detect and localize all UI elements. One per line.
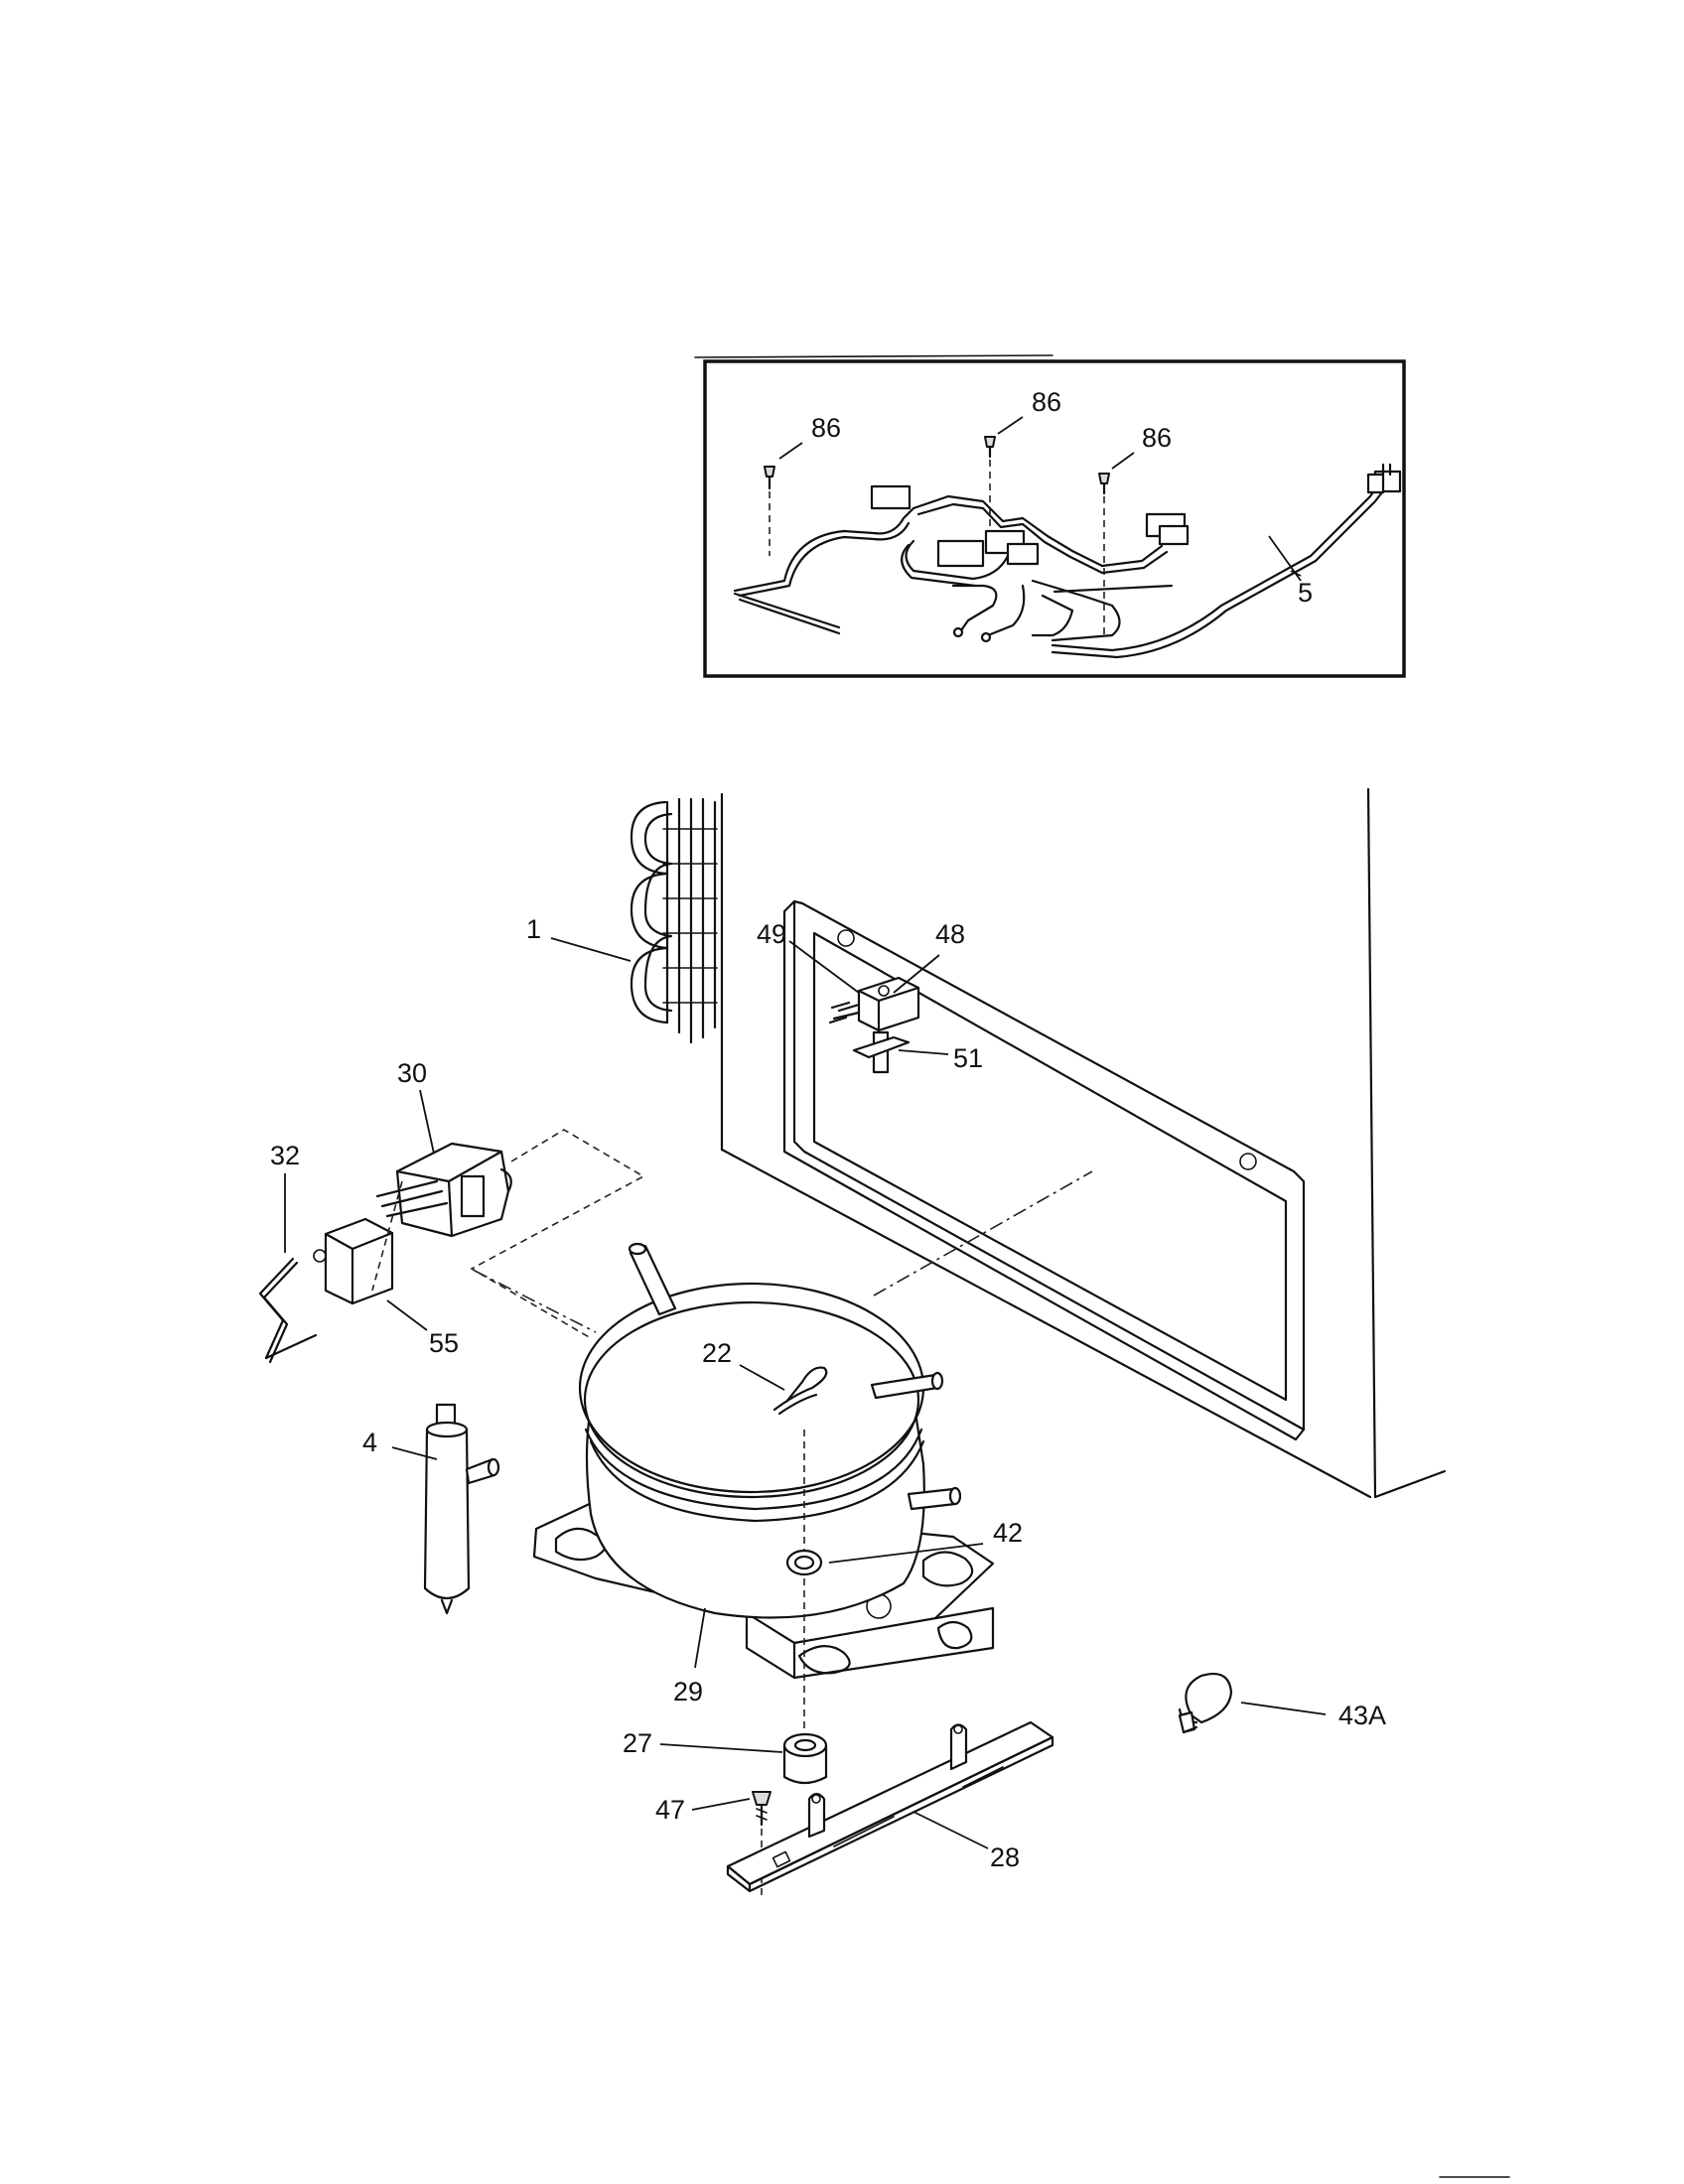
callout-48: 48 xyxy=(935,919,965,949)
screw-86-right xyxy=(1098,473,1110,635)
retainer-clip-32 xyxy=(258,1257,318,1364)
inset-frame xyxy=(703,359,1406,678)
screw-86-left xyxy=(764,466,775,556)
overload-55 xyxy=(313,1217,394,1305)
callout-51: 51 xyxy=(953,1043,983,1073)
callout-49: 49 xyxy=(757,919,786,949)
screw-86-middle xyxy=(984,436,996,531)
callout-4: 4 xyxy=(362,1428,377,1457)
callout-86-right: 86 xyxy=(1142,423,1172,453)
clip-22 xyxy=(772,1366,828,1416)
condenser-coil-1 xyxy=(630,797,718,1044)
callout-43a: 43A xyxy=(1338,1701,1386,1730)
mounting-rail-28 xyxy=(726,1720,1054,1893)
callout-55: 55 xyxy=(429,1328,459,1358)
callout-42: 42 xyxy=(993,1518,1023,1548)
grommet-27 xyxy=(782,1732,828,1785)
callout-47: 47 xyxy=(655,1795,685,1825)
drier-4 xyxy=(423,1403,500,1615)
switch-assembly-48 xyxy=(828,976,920,1074)
screw-47 xyxy=(752,1791,772,1827)
callout-86-left: 86 xyxy=(811,413,841,443)
callout-27: 27 xyxy=(623,1728,652,1758)
callout-29: 29 xyxy=(673,1677,703,1706)
callout-1: 1 xyxy=(526,914,541,944)
compressor-29 xyxy=(532,1242,995,1680)
rear-access-panel xyxy=(782,899,1306,1441)
relay-30 xyxy=(375,1142,512,1238)
wiring-harness-5 xyxy=(733,463,1402,659)
callout-32: 32 xyxy=(270,1141,300,1170)
tube-clamp-43a xyxy=(1178,1672,1233,1734)
callout-22: 22 xyxy=(702,1338,732,1368)
callout-86-middle: 86 xyxy=(1032,387,1061,417)
callout-30: 30 xyxy=(397,1058,427,1088)
wiring-harness-inset: 86 86 86 5 xyxy=(694,354,1406,678)
callout-5: 5 xyxy=(1298,578,1313,608)
cabinet-back xyxy=(720,787,1447,1499)
callout-28: 28 xyxy=(990,1843,1020,1872)
